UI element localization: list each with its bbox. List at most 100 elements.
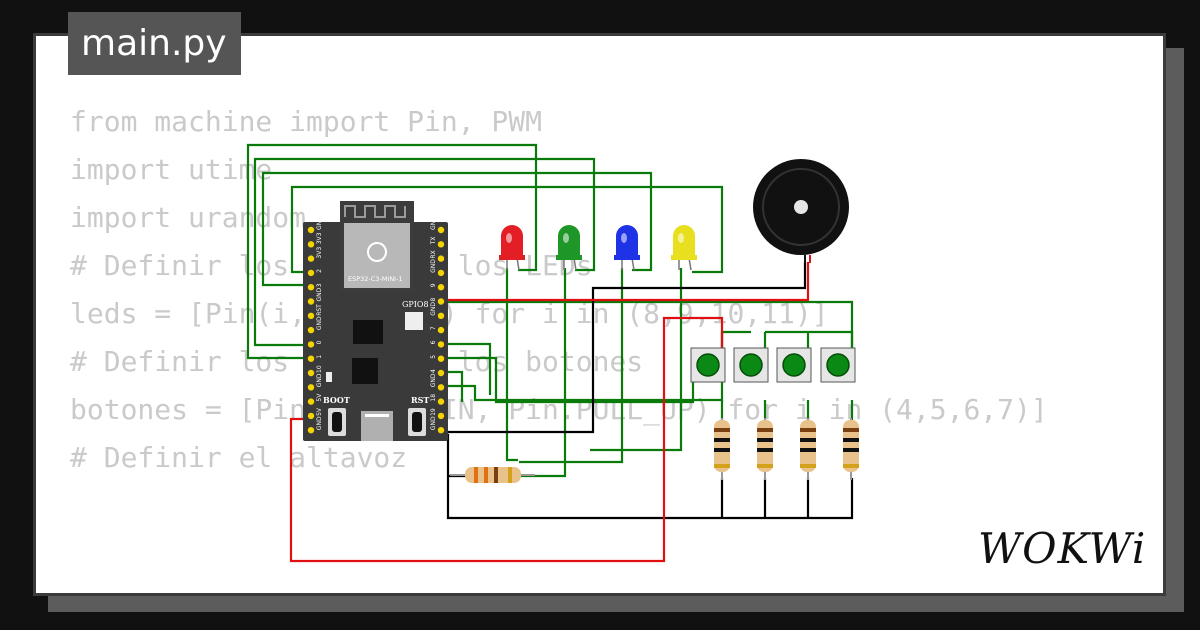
resistor-band	[484, 467, 488, 483]
button-3[interactable]	[776, 347, 812, 383]
pin-left[interactable]	[307, 269, 315, 277]
resistor-body	[465, 467, 521, 483]
resistor-band	[714, 428, 730, 432]
button-cap	[826, 353, 850, 377]
pin-label-right: 9	[430, 283, 437, 287]
pin-right[interactable]	[437, 427, 445, 434]
wire-led-green	[253, 157, 596, 347]
resistor-band	[757, 464, 773, 468]
red-led[interactable]	[499, 225, 525, 271]
pin-label-left: 3	[316, 283, 323, 287]
antenna-trace	[344, 205, 406, 218]
button-cap	[696, 353, 720, 377]
pin-right[interactable]	[437, 226, 445, 234]
led-highlight	[506, 233, 512, 243]
pin-left[interactable]	[307, 412, 315, 420]
button-2[interactable]	[733, 347, 769, 383]
pin-left[interactable]	[307, 298, 315, 305]
pin-right[interactable]	[437, 398, 445, 405]
pin-right[interactable]	[437, 284, 445, 291]
resistor-1	[714, 418, 730, 480]
led-rim	[556, 255, 582, 260]
pin-left[interactable]	[307, 255, 315, 262]
button-4[interactable]	[820, 347, 856, 383]
resistor-band	[800, 448, 816, 452]
code-line: import utime	[70, 153, 273, 186]
rgb-led	[405, 312, 423, 330]
buzzer[interactable]	[753, 159, 849, 263]
pin-right[interactable]	[437, 412, 445, 420]
green-led[interactable]	[556, 225, 582, 271]
pin-left[interactable]	[307, 384, 315, 391]
pin-left[interactable]	[307, 369, 315, 377]
led-highlight	[621, 233, 627, 243]
pin-right[interactable]	[437, 369, 445, 377]
pin-left[interactable]	[307, 355, 315, 362]
esp32-board[interactable]: ESP32-C3-MINI-1 GPIO8 BOOT RST GND3V33V3…	[303, 201, 448, 441]
wire-5v	[289, 316, 724, 563]
pin-label-right: 4	[430, 369, 437, 373]
pin-right[interactable]	[437, 326, 445, 334]
pin-right[interactable]	[437, 312, 445, 319]
pin-left[interactable]	[307, 312, 315, 319]
button-1[interactable]	[690, 347, 726, 383]
button-cap	[782, 353, 806, 377]
pin-left[interactable]	[307, 341, 315, 348]
module-label: ESP32-C3-MINI-1	[348, 275, 403, 283]
wokwi-logo: WOKWi	[978, 524, 1147, 573]
led-body	[558, 225, 580, 258]
boot-button-cap	[332, 412, 342, 432]
blue-led[interactable]	[614, 225, 640, 271]
pin-label-left: 1	[316, 355, 323, 359]
pin-label-left: 5V	[316, 393, 323, 402]
code-line: from machine import Pin, PWM	[70, 105, 543, 138]
pin-right[interactable]	[437, 241, 445, 248]
pin-label-right: GND	[430, 302, 437, 316]
pin-label-left: GND	[316, 373, 323, 387]
resistor-4	[843, 418, 859, 480]
led-rim	[614, 255, 640, 260]
pin-right[interactable]	[437, 384, 445, 391]
pin-label-right: 8	[430, 298, 437, 302]
pin-right[interactable]	[437, 355, 445, 362]
led-body	[501, 225, 523, 258]
pin-label-left: GND	[316, 216, 323, 230]
led-group	[499, 225, 697, 271]
wire-led-yellow-cathode	[590, 268, 683, 452]
button-cap	[739, 353, 763, 377]
boot-label: BOOT	[323, 395, 350, 405]
buzzer-hole	[794, 200, 808, 214]
main-chip	[352, 358, 378, 384]
button-group	[690, 347, 856, 383]
pin-left[interactable]	[307, 226, 315, 234]
led-rim	[671, 255, 697, 260]
pin-left[interactable]	[307, 326, 315, 334]
pin-label-right: TX	[430, 237, 437, 246]
resistor-band	[843, 438, 859, 442]
resistor-band	[714, 448, 730, 452]
led-body	[673, 225, 695, 258]
pin-label-right: 18	[430, 394, 437, 402]
pin-label-right: GND	[430, 216, 437, 230]
pin-label-right: GND	[430, 416, 437, 430]
pin-right[interactable]	[437, 298, 445, 305]
yellow-led[interactable]	[671, 225, 697, 271]
resistor-band	[757, 428, 773, 432]
pin-left[interactable]	[307, 398, 315, 405]
pin-right[interactable]	[437, 269, 445, 277]
pin-right[interactable]	[437, 341, 445, 348]
pin-label-left: GND	[316, 316, 323, 330]
file-tab[interactable]: main.py	[68, 12, 241, 75]
resistor-band	[508, 467, 512, 483]
wire-led-blue-cathode	[519, 268, 624, 464]
pin-left[interactable]	[307, 241, 315, 248]
pin-left[interactable]	[307, 284, 315, 291]
pin-right[interactable]	[437, 255, 445, 262]
pin-left[interactable]	[307, 427, 315, 434]
resistor-group	[450, 418, 859, 483]
pin-label-left: GND	[316, 287, 323, 301]
